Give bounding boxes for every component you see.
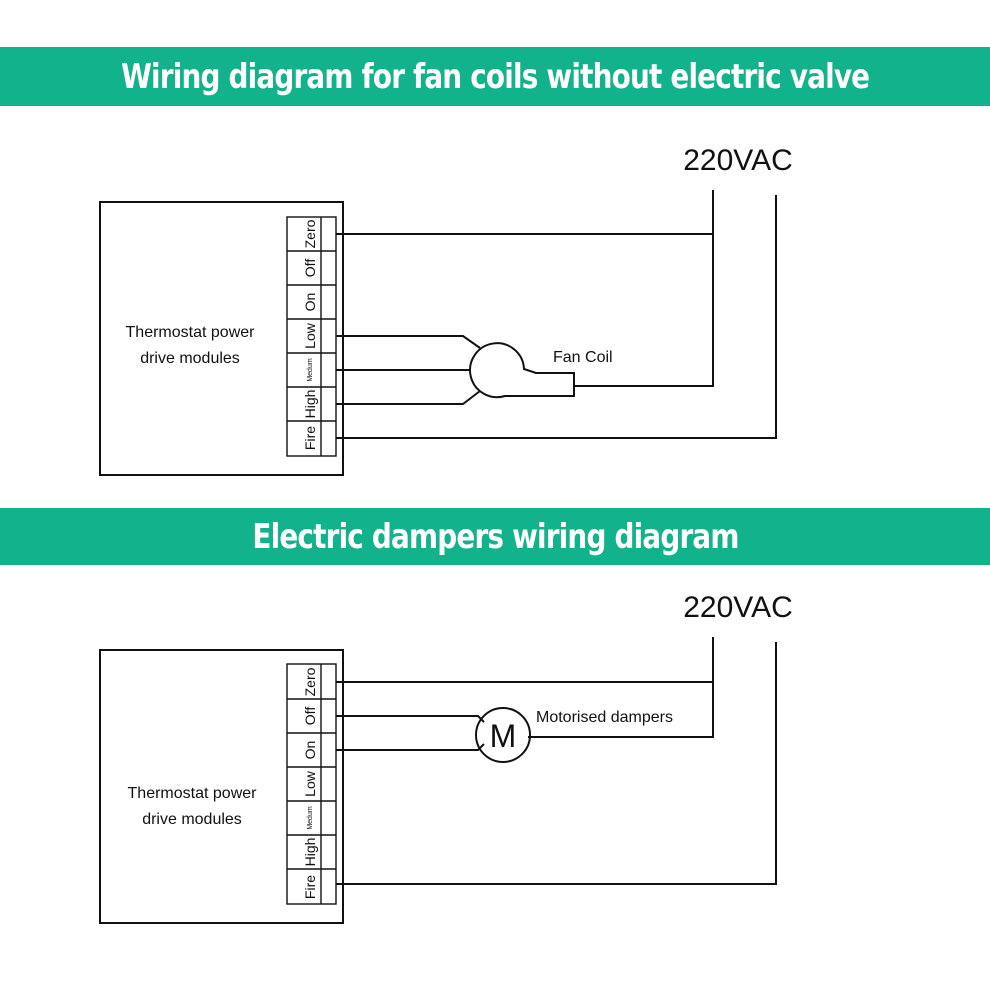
terminal-off: Off (302, 259, 318, 278)
section-1-title: Wiring diagram for fan coils without ele… (120, 56, 870, 97)
supply-label-220vac: 220VAC (683, 144, 793, 177)
supply-label-220vac-2: 220VAC (683, 591, 793, 624)
module-label-line1-2: Thermostat power (128, 785, 258, 802)
fan-coil-diagram: 220VAC Thermostat power drive modules Ze… (99, 144, 793, 476)
fan-coil-icon (469, 342, 575, 399)
wire-low (336, 335, 481, 349)
thermostat-module-box (99, 201, 344, 476)
terminal-fire-2: Fire (302, 875, 318, 899)
wire-motor-return (528, 682, 714, 738)
wire-fan-return (574, 234, 714, 387)
terminal-high-2: High (302, 838, 318, 867)
terminal-zero: Zero (302, 219, 318, 248)
terminal-fire: Fire (302, 426, 318, 450)
wire-zero-2 (336, 637, 714, 683)
terminal-medium: Medum (307, 358, 314, 382)
terminal-medium-2: Medum (307, 806, 314, 830)
wires-2 (336, 637, 777, 885)
terminal-on-2: On (302, 741, 318, 760)
wires (336, 190, 777, 439)
module-label-line2-2: drive modules (142, 811, 242, 828)
wire-fire (336, 195, 777, 439)
section-2-title-banner: Electric dampers wiring diagram (0, 508, 990, 565)
wire-zero (336, 190, 714, 235)
section-2-title: Electric dampers wiring diagram (251, 516, 739, 557)
wire-on-2 (336, 743, 485, 751)
dampers-diagram: 220VAC Thermostat power drive modules Ze… (99, 591, 793, 924)
wire-fire-2 (336, 642, 777, 885)
module-label-line2: drive modules (140, 350, 240, 367)
wire-off-2 (336, 715, 485, 723)
terminal-zero-2: Zero (302, 667, 318, 696)
motor-icon: M (475, 707, 531, 763)
fan-coil-label: Fan Coil (553, 349, 613, 366)
terminal-low-2: Low (302, 770, 318, 797)
wire-high (336, 390, 481, 405)
terminal-high: High (302, 390, 318, 419)
terminal-strip: Zero Off On Low Medum High Fire (286, 216, 337, 457)
motor-symbol: M (490, 718, 517, 754)
thermostat-module-box-2 (99, 649, 344, 924)
section-1-title-banner: Wiring diagram for fan coils without ele… (0, 47, 990, 106)
module-label-line1: Thermostat power (126, 324, 256, 341)
motorised-dampers-label: Motorised dampers (536, 709, 673, 726)
terminal-on: On (302, 293, 318, 312)
terminal-low: Low (302, 322, 318, 349)
terminal-strip-2: Zero Off On Low Medum High Fire (286, 663, 337, 905)
terminal-off-2: Off (302, 707, 318, 726)
